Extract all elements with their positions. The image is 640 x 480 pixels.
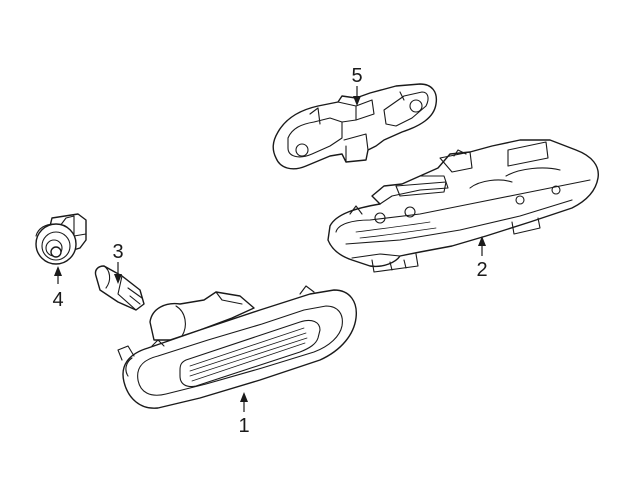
callout-3-label: 3: [112, 241, 123, 263]
callout-4-arrowhead: [54, 266, 62, 276]
callout-4: 4: [52, 266, 64, 311]
part-1-side-marker-lamp: [117, 285, 357, 409]
callout-1-arrowhead: [240, 392, 248, 402]
callout-2-arrowhead: [478, 236, 486, 246]
part-5-socket-bracket: [272, 83, 438, 170]
callout-4-label: 4: [52, 289, 63, 311]
callout-1-label: 1: [238, 415, 249, 437]
callout-2: 2: [476, 236, 488, 281]
callout-5: 5: [351, 65, 363, 106]
callout-1: 1: [238, 392, 250, 437]
callout-2-label: 2: [476, 259, 487, 281]
callout-5-label: 5: [351, 65, 362, 87]
part-4-socket: [35, 213, 87, 265]
callout-5-arrowhead: [353, 96, 361, 106]
part-2-lamp-assembly: [327, 139, 599, 273]
callout-3-arrowhead: [114, 274, 122, 284]
part-3-bulb: [94, 265, 145, 311]
callout-3: 3: [112, 241, 124, 284]
